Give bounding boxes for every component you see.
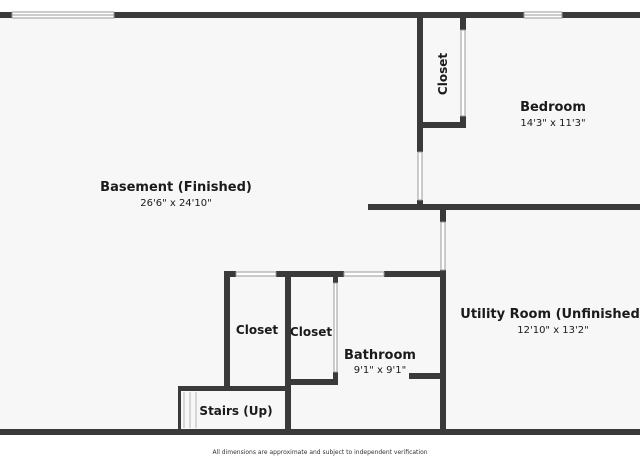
- door-openings: [235, 29, 466, 373]
- right-closet-bottom-wall: [285, 379, 338, 385]
- windows: [11, 11, 563, 19]
- bedroom-dimensions: 14'3" x 11'3": [520, 118, 585, 129]
- bathroom-stub-wall: [409, 373, 446, 379]
- bedroom-door: [417, 151, 423, 201]
- right-closet-door: [333, 282, 338, 373]
- bathroom-name: Bathroom: [344, 348, 416, 363]
- stairs-treads: [183, 392, 197, 428]
- right-closet-name: Closet: [290, 325, 332, 339]
- bedroom-closet-name: Closet: [436, 53, 450, 95]
- stairs-left-wall: [178, 386, 181, 432]
- bedroom-closet-door: [460, 29, 466, 117]
- bathroom-top-wall-right: [384, 271, 446, 277]
- bedroom-closet-bottom-wall: [417, 122, 466, 128]
- bottom-wall: [0, 429, 640, 435]
- right-closet-right-wall-low: [333, 372, 338, 384]
- basement-name: Basement (Finished): [100, 180, 252, 195]
- stairs-top-wall: [178, 386, 291, 391]
- utility-door: [440, 221, 446, 271]
- utility-name: Utility Room (Unfinished): [460, 307, 640, 322]
- exterior-walls: [0, 12, 640, 435]
- bedroom-closet-right-wall-top: [460, 12, 466, 30]
- bedroom-closet-left-wall: [417, 12, 423, 152]
- disclaimer: All dimensions are approximate and subje…: [212, 449, 428, 456]
- bedroom-left-wall-lower: [417, 200, 423, 210]
- bathroom-top-wall-mid: [276, 271, 344, 277]
- bathroom-dimensions: 9'1" x 9'1": [354, 365, 406, 376]
- utility-left-wall-top: [440, 204, 446, 222]
- bedroom-bottom-wall: [368, 204, 640, 210]
- left-closet-name: Closet: [236, 323, 278, 337]
- utility-left-wall: [440, 270, 446, 432]
- bathroom-door: [343, 271, 385, 277]
- top-wall: [0, 12, 640, 18]
- interior-walls: [178, 12, 640, 432]
- utility-dimensions: 12'10" x 13'2": [517, 325, 589, 336]
- basement-dimensions: 26'6" x 24'10": [140, 198, 212, 209]
- left-closet-door: [235, 271, 277, 277]
- closet-divider-wall: [285, 271, 291, 432]
- bedroom-name: Bedroom: [520, 100, 586, 115]
- closet-left-wall: [224, 271, 230, 389]
- stairs-name: Stairs (Up): [199, 404, 272, 418]
- floor-area: [0, 16, 640, 432]
- right-closet-right-wall: [333, 271, 338, 283]
